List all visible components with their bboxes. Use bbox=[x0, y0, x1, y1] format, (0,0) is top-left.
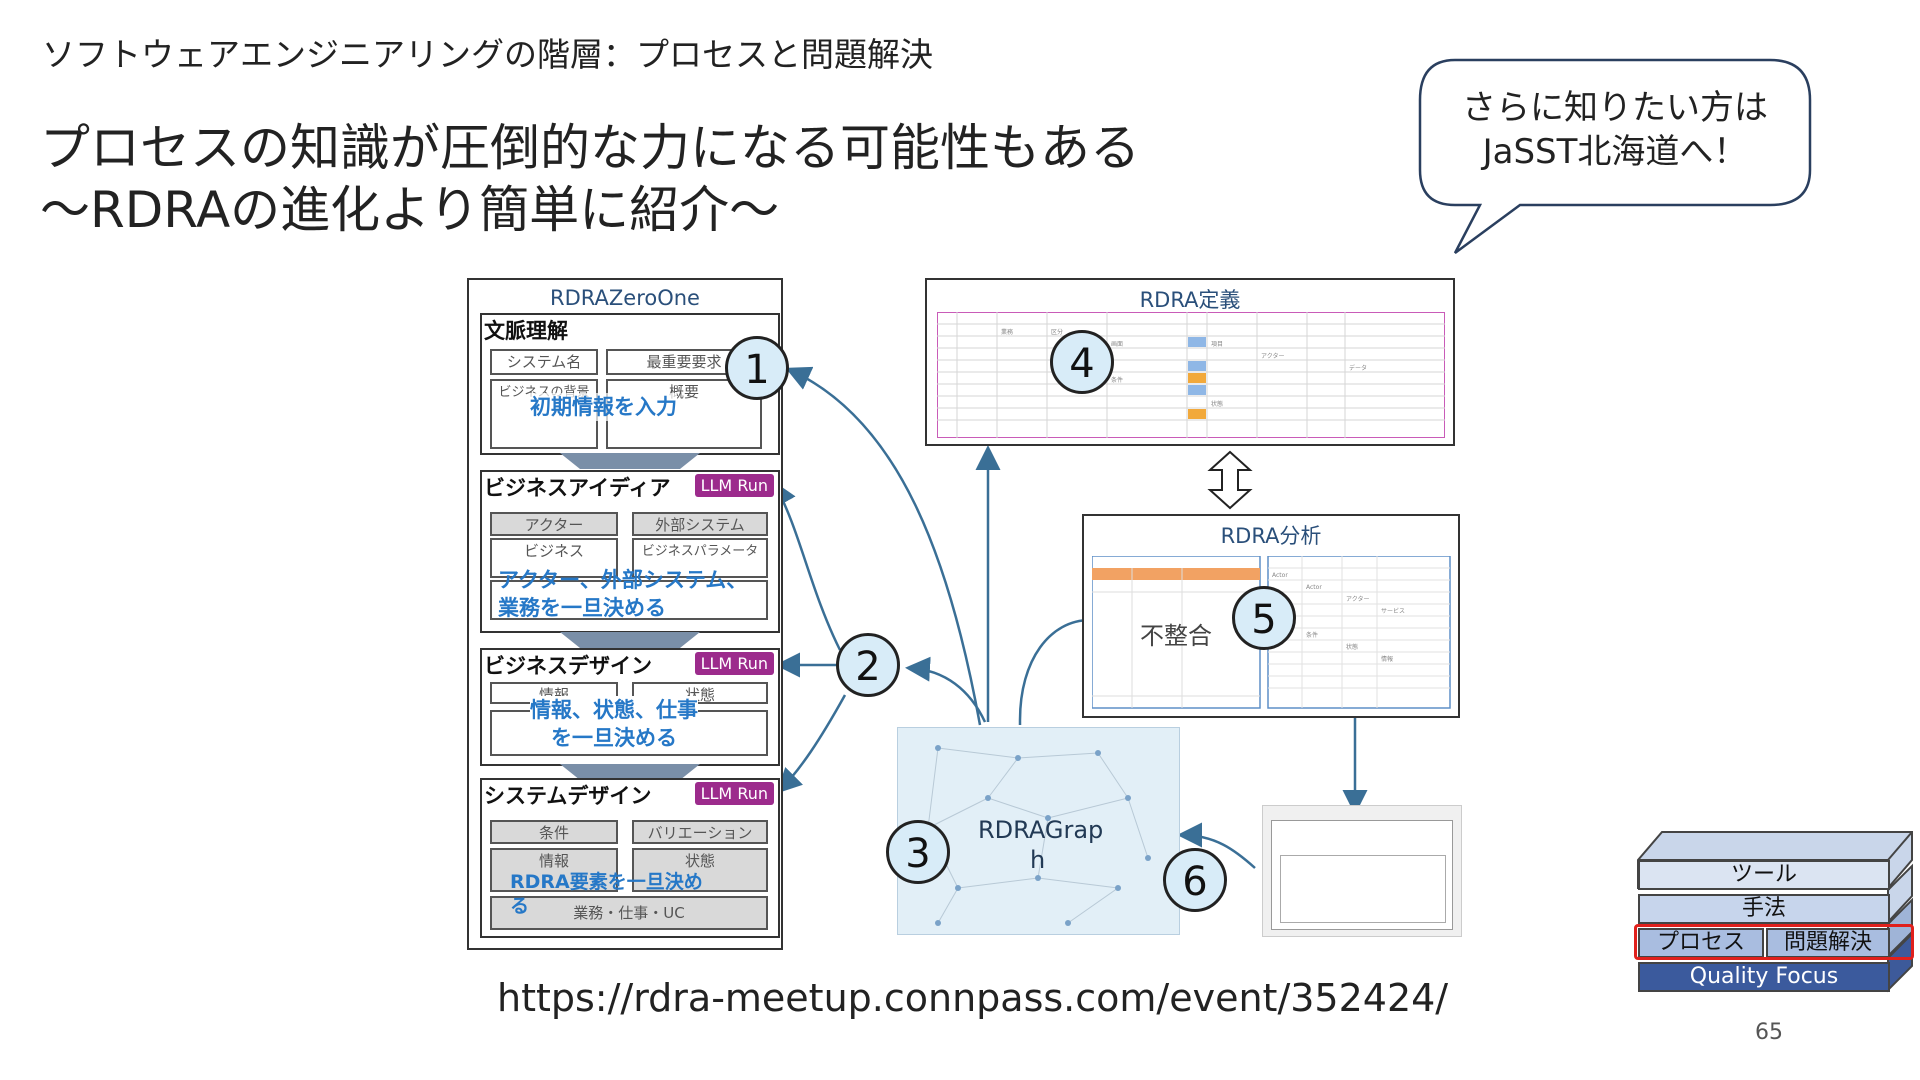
svg-text:データ: データ bbox=[1349, 364, 1367, 372]
rdra-graph-title: RDRAGrap bbox=[978, 816, 1104, 844]
cell-system-name: システム名 bbox=[490, 349, 598, 375]
rdra-graph-title-h: h bbox=[1030, 846, 1046, 874]
arrow-3-to-2 bbox=[905, 656, 987, 723]
section-business-idea: ビジネスアイディア LLM Run アクター 外部システム ビジネス ビジネスパ… bbox=[480, 470, 780, 633]
slide-title-line1: プロセスの知識が圧倒的な力になる可能性もある bbox=[40, 119, 1140, 177]
overlay-system-design: RDRA要素を一旦決め る bbox=[510, 870, 703, 918]
cell-business: ビジネス bbox=[490, 538, 618, 578]
llm-run-badge-2: LLM Run bbox=[694, 652, 774, 675]
svg-text:区分: 区分 bbox=[1051, 328, 1063, 336]
svg-text:状態: 状態 bbox=[1346, 643, 1358, 651]
layer-quality-focus: Quality Focus bbox=[1638, 962, 1890, 992]
svg-text:業務: 業務 bbox=[1001, 328, 1013, 336]
svg-text:画面: 画面 bbox=[1111, 341, 1123, 348]
overlay-business-idea: アクター、外部システム、 業務を一旦決める bbox=[498, 566, 747, 622]
flow-chevron-3 bbox=[560, 764, 700, 780]
overlay-business-idea-line1: アクター、外部システム、 bbox=[498, 568, 748, 592]
step-circle-4: 4 bbox=[1050, 330, 1114, 394]
cell-variation: バリエーション bbox=[632, 820, 768, 844]
overlay-business-design: 情報、状態、仕事 を一旦決める bbox=[530, 696, 698, 752]
arrow-2-to-llm3 bbox=[776, 694, 847, 794]
overlay-system-design-line2: る bbox=[510, 895, 530, 917]
overlay-business-design-line1: 情報、状態、仕事 bbox=[530, 696, 698, 724]
cell-external-system: 外部システム bbox=[632, 512, 768, 536]
cell-business-parameter: ビジネスパラメータ bbox=[632, 538, 768, 578]
layer-tool: ツール bbox=[1638, 860, 1890, 890]
svg-text:Actor: Actor bbox=[1306, 584, 1322, 591]
svg-text:項目: 項目 bbox=[1211, 341, 1223, 348]
llm-run-badge-3: LLM Run bbox=[694, 782, 774, 805]
screen-mockup-window bbox=[1271, 820, 1453, 930]
section-business-design-title: ビジネスデザイン bbox=[484, 654, 652, 678]
cell-condition: 条件 bbox=[490, 820, 618, 844]
flow-chevron-1 bbox=[560, 453, 700, 469]
step-circle-1: 1 bbox=[725, 336, 789, 400]
svg-text:状態: 状態 bbox=[1211, 400, 1223, 408]
svg-text:条件: 条件 bbox=[1306, 631, 1318, 639]
rdra-analysis-title: RDRA分析 bbox=[1220, 524, 1322, 548]
graph-network bbox=[925, 745, 1151, 926]
cell-sys-state: 状態 bbox=[632, 848, 768, 892]
cell-actor: アクター bbox=[490, 512, 618, 536]
overlay-system-design-line1: RDRA要素を一旦決め bbox=[510, 871, 703, 893]
bidirectional-arrow bbox=[1207, 450, 1253, 510]
highlight-frame bbox=[1634, 924, 1914, 960]
section-context-title: 文脈理解 bbox=[484, 319, 568, 343]
step-circle-2: 2 bbox=[836, 633, 900, 697]
svg-text:Actor: Actor bbox=[1272, 572, 1288, 579]
screen-mockup bbox=[1262, 805, 1462, 937]
step-circle-3: 3 bbox=[886, 820, 950, 884]
speech-bubble-text: さらに知りたい方は JaSST北海道へ！ bbox=[1430, 86, 1800, 174]
svg-text:アクター: アクター bbox=[1346, 595, 1369, 603]
layer-stack: ツール 手法 プロセス 問題解決 Quality Focus bbox=[1630, 830, 1920, 1010]
cell-sys-information: 情報 bbox=[490, 848, 618, 892]
svg-text:情報: 情報 bbox=[1381, 655, 1393, 663]
cell-business-row bbox=[490, 580, 768, 620]
screen-mockup-textarea bbox=[1280, 855, 1446, 923]
flow-chevron-2 bbox=[560, 632, 700, 648]
arrow-6-to-graph bbox=[1177, 822, 1256, 869]
rdra-graph-panel: RDRAGrap h bbox=[897, 727, 1180, 935]
step-circle-6: 6 bbox=[1163, 848, 1227, 912]
cell-business-uc: 業務・仕事・UC bbox=[490, 896, 768, 930]
overlay-business-design-line2: を一旦決める bbox=[551, 726, 677, 750]
section-business-idea-title: ビジネスアイディア bbox=[484, 476, 671, 500]
page-number: 65 bbox=[1755, 1020, 1783, 1045]
arrow-3-to-analysis bbox=[1018, 618, 1091, 725]
overlay-initial-info: 初期情報を入力 bbox=[530, 393, 677, 421]
speech-bubble bbox=[1418, 58, 1812, 255]
step-circle-5: 5 bbox=[1232, 586, 1296, 650]
svg-text:条件: 条件 bbox=[1111, 376, 1123, 384]
inconsistency-label: 不整合 bbox=[1140, 622, 1212, 650]
section-system-design-title: システムデザイン bbox=[484, 784, 652, 808]
svg-text:アクター: アクター bbox=[1261, 352, 1284, 360]
rdra-definition-title: RDRA定義 bbox=[1139, 288, 1241, 312]
layer-method: 手法 bbox=[1638, 894, 1890, 924]
bubble-line1: さらに知りたい方は bbox=[1462, 88, 1768, 128]
rdra-definition-panel: RDRA定義 業務 区分画面 項目 アクターデータ条件状態 bbox=[925, 278, 1455, 446]
section-business-design: ビジネスデザイン LLM Run 情報 状態 情報、状態、仕事 を一旦決める bbox=[480, 648, 780, 766]
svg-text:サービス: サービス bbox=[1381, 607, 1405, 615]
arrow-3-to-1 bbox=[785, 366, 982, 726]
slide-title-line2: 〜RDRAの進化より簡単に紹介〜 bbox=[40, 181, 780, 239]
overlay-business-idea-line2: 業務を一旦決める bbox=[498, 596, 666, 620]
slide-subtitle: ソフトウェアエンジニアリングの階層：プロセスと問題解決 bbox=[42, 35, 933, 74]
section-system-design: システムデザイン LLM Run 条件 バリエーション 情報 状態 業務・仕事・… bbox=[480, 778, 780, 938]
llm-run-badge-1: LLM Run bbox=[694, 474, 774, 497]
bubble-line2: JaSST北海道へ！ bbox=[1482, 132, 1748, 172]
event-url: https://rdra-meetup.connpass.com/event/3… bbox=[497, 976, 1449, 1020]
arrow-2-to-llm1 bbox=[772, 480, 842, 651]
rdra-zeroone-title: RDRAZeroOne bbox=[550, 286, 700, 310]
